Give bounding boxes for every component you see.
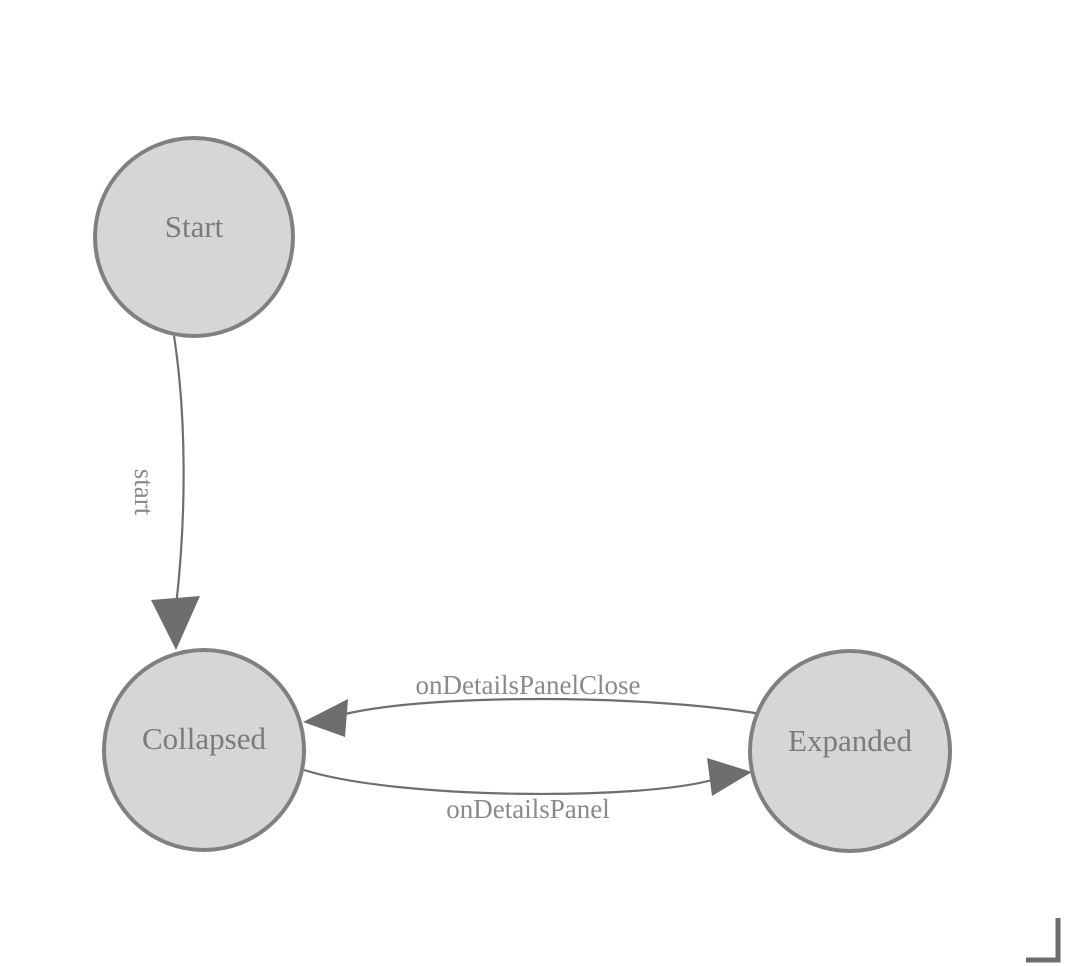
edge-label-ondetailspanel: onDetailsPanel: [446, 794, 609, 824]
edge-expanded-to-collapsed-path: [344, 697, 762, 716]
node-collapsed-label: Collapsed: [142, 721, 266, 756]
node-collapsed-circle: [102, 648, 306, 852]
node-expanded[interactable]: Expanded: [748, 649, 952, 853]
node-expanded-label: Expanded: [788, 723, 912, 758]
node-start[interactable]: Start: [93, 136, 295, 338]
edge-label-ondetailspanelclose: onDetailsPanelClose: [416, 670, 641, 700]
arrowhead-right-expanded: [707, 758, 752, 796]
crop-corner-marker-icon: [1026, 918, 1061, 963]
node-start-circle: [93, 136, 295, 338]
node-start-label: Start: [165, 209, 224, 244]
edge-collapsed-to-expanded[interactable]: onDetailsPanel: [303, 758, 752, 824]
arrowhead-left-collapsed: [303, 699, 348, 737]
node-expanded-circle: [748, 649, 952, 853]
edge-label-start: start: [129, 469, 159, 516]
arrowhead-down-collapsed: [151, 596, 200, 650]
edge-expanded-to-collapsed[interactable]: onDetailsPanelClose: [303, 670, 762, 737]
edge-collapsed-to-expanded-path: [303, 768, 713, 796]
edge-start-to-collapsed-path: [172, 335, 185, 607]
node-collapsed[interactable]: Collapsed: [102, 648, 306, 852]
edge-start-to-collapsed[interactable]: start: [129, 335, 200, 650]
